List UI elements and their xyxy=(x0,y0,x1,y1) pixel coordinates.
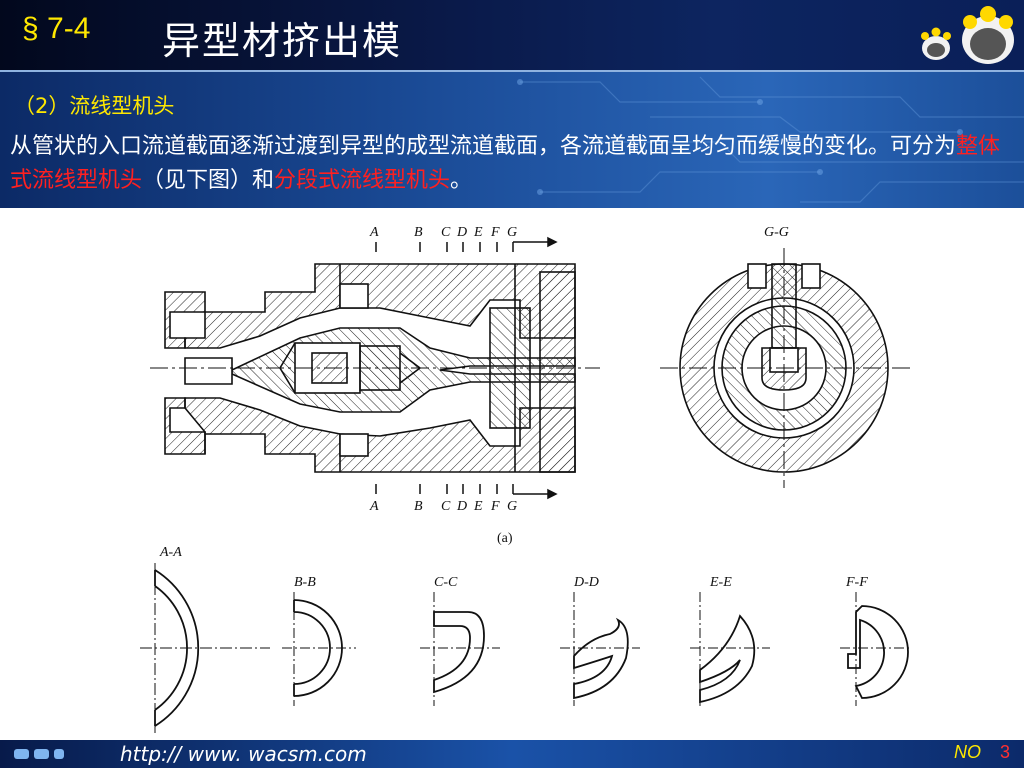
text-band: （2）流线型机头 从管状的入口流道截面逐渐过渡到异型的成型流道截面，各流道截面呈… xyxy=(0,72,1024,208)
figure-caption: (a) xyxy=(497,531,513,546)
paragraph-text-2: （见下图）和 xyxy=(142,168,275,193)
letter-e-bottom: E xyxy=(473,499,483,514)
letter-f-top: F xyxy=(490,225,500,240)
die-longitudinal-section xyxy=(164,263,576,473)
section-label-ee: E-E xyxy=(709,575,732,590)
subsection-heading: （2）流线型机头 xyxy=(14,94,175,118)
highlight-integral-head: 整体式流线型机头 xyxy=(10,134,1001,193)
circuit-pattern-background xyxy=(517,76,1024,203)
gg-section-label: G-G xyxy=(764,225,789,240)
letter-d-bottom: D xyxy=(456,499,467,514)
profile-sections: A-A B-B C-C D-D E-E F-F xyxy=(140,545,910,733)
letter-c-top: C xyxy=(441,225,451,240)
section-label-dd: D-D xyxy=(573,575,599,590)
letter-e-top: E xyxy=(473,225,483,240)
nav-button-3[interactable] xyxy=(54,749,64,759)
page-no-label: NO xyxy=(954,742,981,762)
nav-button-1[interactable] xyxy=(14,749,29,759)
footer-bar: http:// www. wacsm.com NO 3 xyxy=(0,740,1024,768)
letter-a-bottom: A xyxy=(369,499,379,514)
die-drawing: A B C D E F G A B C D E F G xyxy=(140,225,910,733)
section-letters-top: A B C D E F G xyxy=(369,225,517,240)
section-label-cc: C-C xyxy=(434,575,458,590)
letter-g-top: G xyxy=(507,225,517,240)
letter-b-bottom: B xyxy=(414,499,423,514)
section-label-bb: B-B xyxy=(294,575,316,590)
letter-d-top: D xyxy=(456,225,467,240)
section-label-ff: F-F xyxy=(845,575,868,590)
paragraph-end: 。 xyxy=(450,168,473,193)
letter-a-top: A xyxy=(369,225,379,240)
section-number: § 7-4 xyxy=(22,12,91,45)
slide-title: 异型材挤出模 xyxy=(162,19,403,63)
page-number: 3 xyxy=(1000,742,1011,762)
website-url[interactable]: http:// www. wacsm.com xyxy=(120,742,367,766)
section-letters-bottom: A B C D E F G xyxy=(369,499,517,514)
letter-f-bottom: F xyxy=(490,499,500,514)
header-divider xyxy=(0,70,1024,72)
highlight-segmented-head: 分段式流线型机头 xyxy=(274,168,451,193)
letter-b-top: B xyxy=(414,225,423,240)
letter-g-bottom: G xyxy=(507,499,517,514)
description-paragraph: 从管状的入口流道截面逐渐过渡到异型的成型流道截面，各流道截面呈均匀而缓慢的变化。… xyxy=(10,130,1014,198)
section-label-aa: A-A xyxy=(159,545,182,560)
paragraph-text: 从管状的入口流道截面逐渐过渡到异型的成型流道截面，各流道截面呈均匀而缓慢的变化。… xyxy=(10,134,957,159)
nav-button-2[interactable] xyxy=(34,749,49,759)
paw-logo-icon xyxy=(921,6,1014,64)
title-bar: § 7-4 异型材挤出模 xyxy=(0,0,1024,72)
letter-c-bottom: C xyxy=(441,499,451,514)
section-cut-marks xyxy=(375,236,558,500)
